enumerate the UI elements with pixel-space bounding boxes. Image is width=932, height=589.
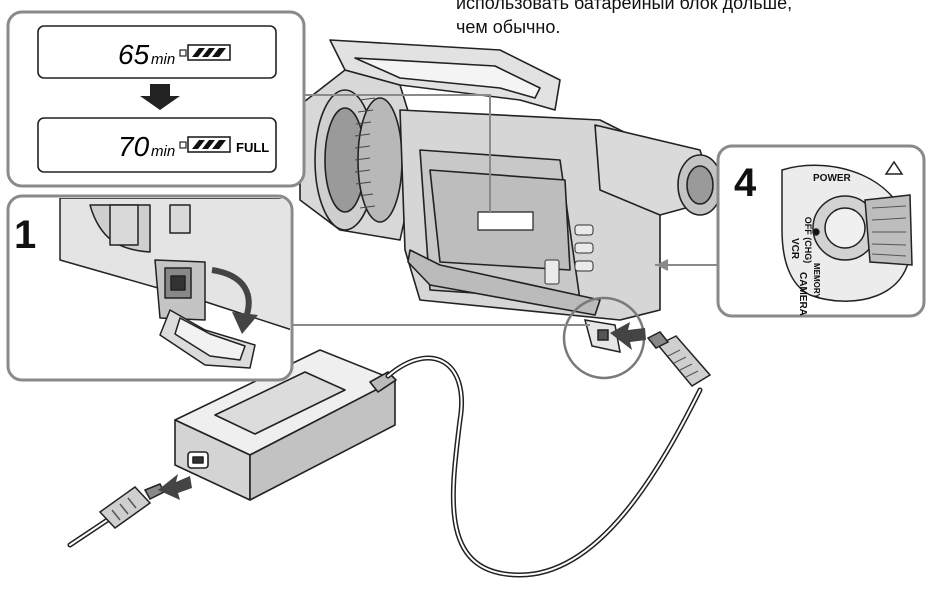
display-before-unit: min: [151, 51, 175, 68]
display-after-unit: min: [151, 143, 175, 160]
step-1-number: 1: [14, 213, 36, 257]
dc-in-jack: [583, 319, 621, 353]
camera-label: CAMERA: [797, 272, 808, 316]
display-before: [37, 25, 277, 79]
open-cover-arrow-icon: [211, 267, 252, 322]
mains-plug: [98, 483, 166, 529]
display-after-minutes: 70: [118, 131, 150, 162]
dc-plug: [646, 331, 712, 387]
step-4-callout: 4 POWER VCR OFF (CHG) CAMERA: [716, 144, 926, 318]
change-arrow-icon: [140, 84, 180, 110]
caption-text: использовать батарейный блок дольше, чем…: [456, 0, 926, 39]
battery-icon-after: [179, 136, 231, 153]
step-1-callout: 1: [6, 194, 294, 382]
dc-cable: [385, 355, 703, 578]
battery-icon-before: [179, 44, 231, 61]
caption-line-2: чем обычно.: [456, 17, 561, 37]
vcr-label: VCR: [789, 238, 800, 260]
display-before-minutes: 65: [118, 39, 150, 70]
step-4-number: 4: [734, 161, 757, 205]
caption-line-1: использовать батарейный блок дольше,: [456, 0, 793, 13]
battery-display-callout: 65 min 70 min FULL: [6, 10, 306, 188]
power-label: POWER: [813, 173, 852, 184]
display-after-status: FULL: [236, 140, 269, 155]
off-chg-label: OFF (CHG): [803, 217, 813, 264]
leader-arrowhead-icon: [656, 259, 668, 271]
insert-plug-arrow-icon: [610, 322, 646, 350]
power-switch-dial: [781, 160, 913, 302]
display-after: [37, 117, 277, 173]
insert-mains-arrow-icon: [158, 474, 192, 500]
memory-label: MEMORY: [812, 263, 821, 299]
ac-adaptor: [174, 349, 397, 501]
camcorder: [299, 39, 723, 321]
indicator-window: [477, 211, 534, 231]
